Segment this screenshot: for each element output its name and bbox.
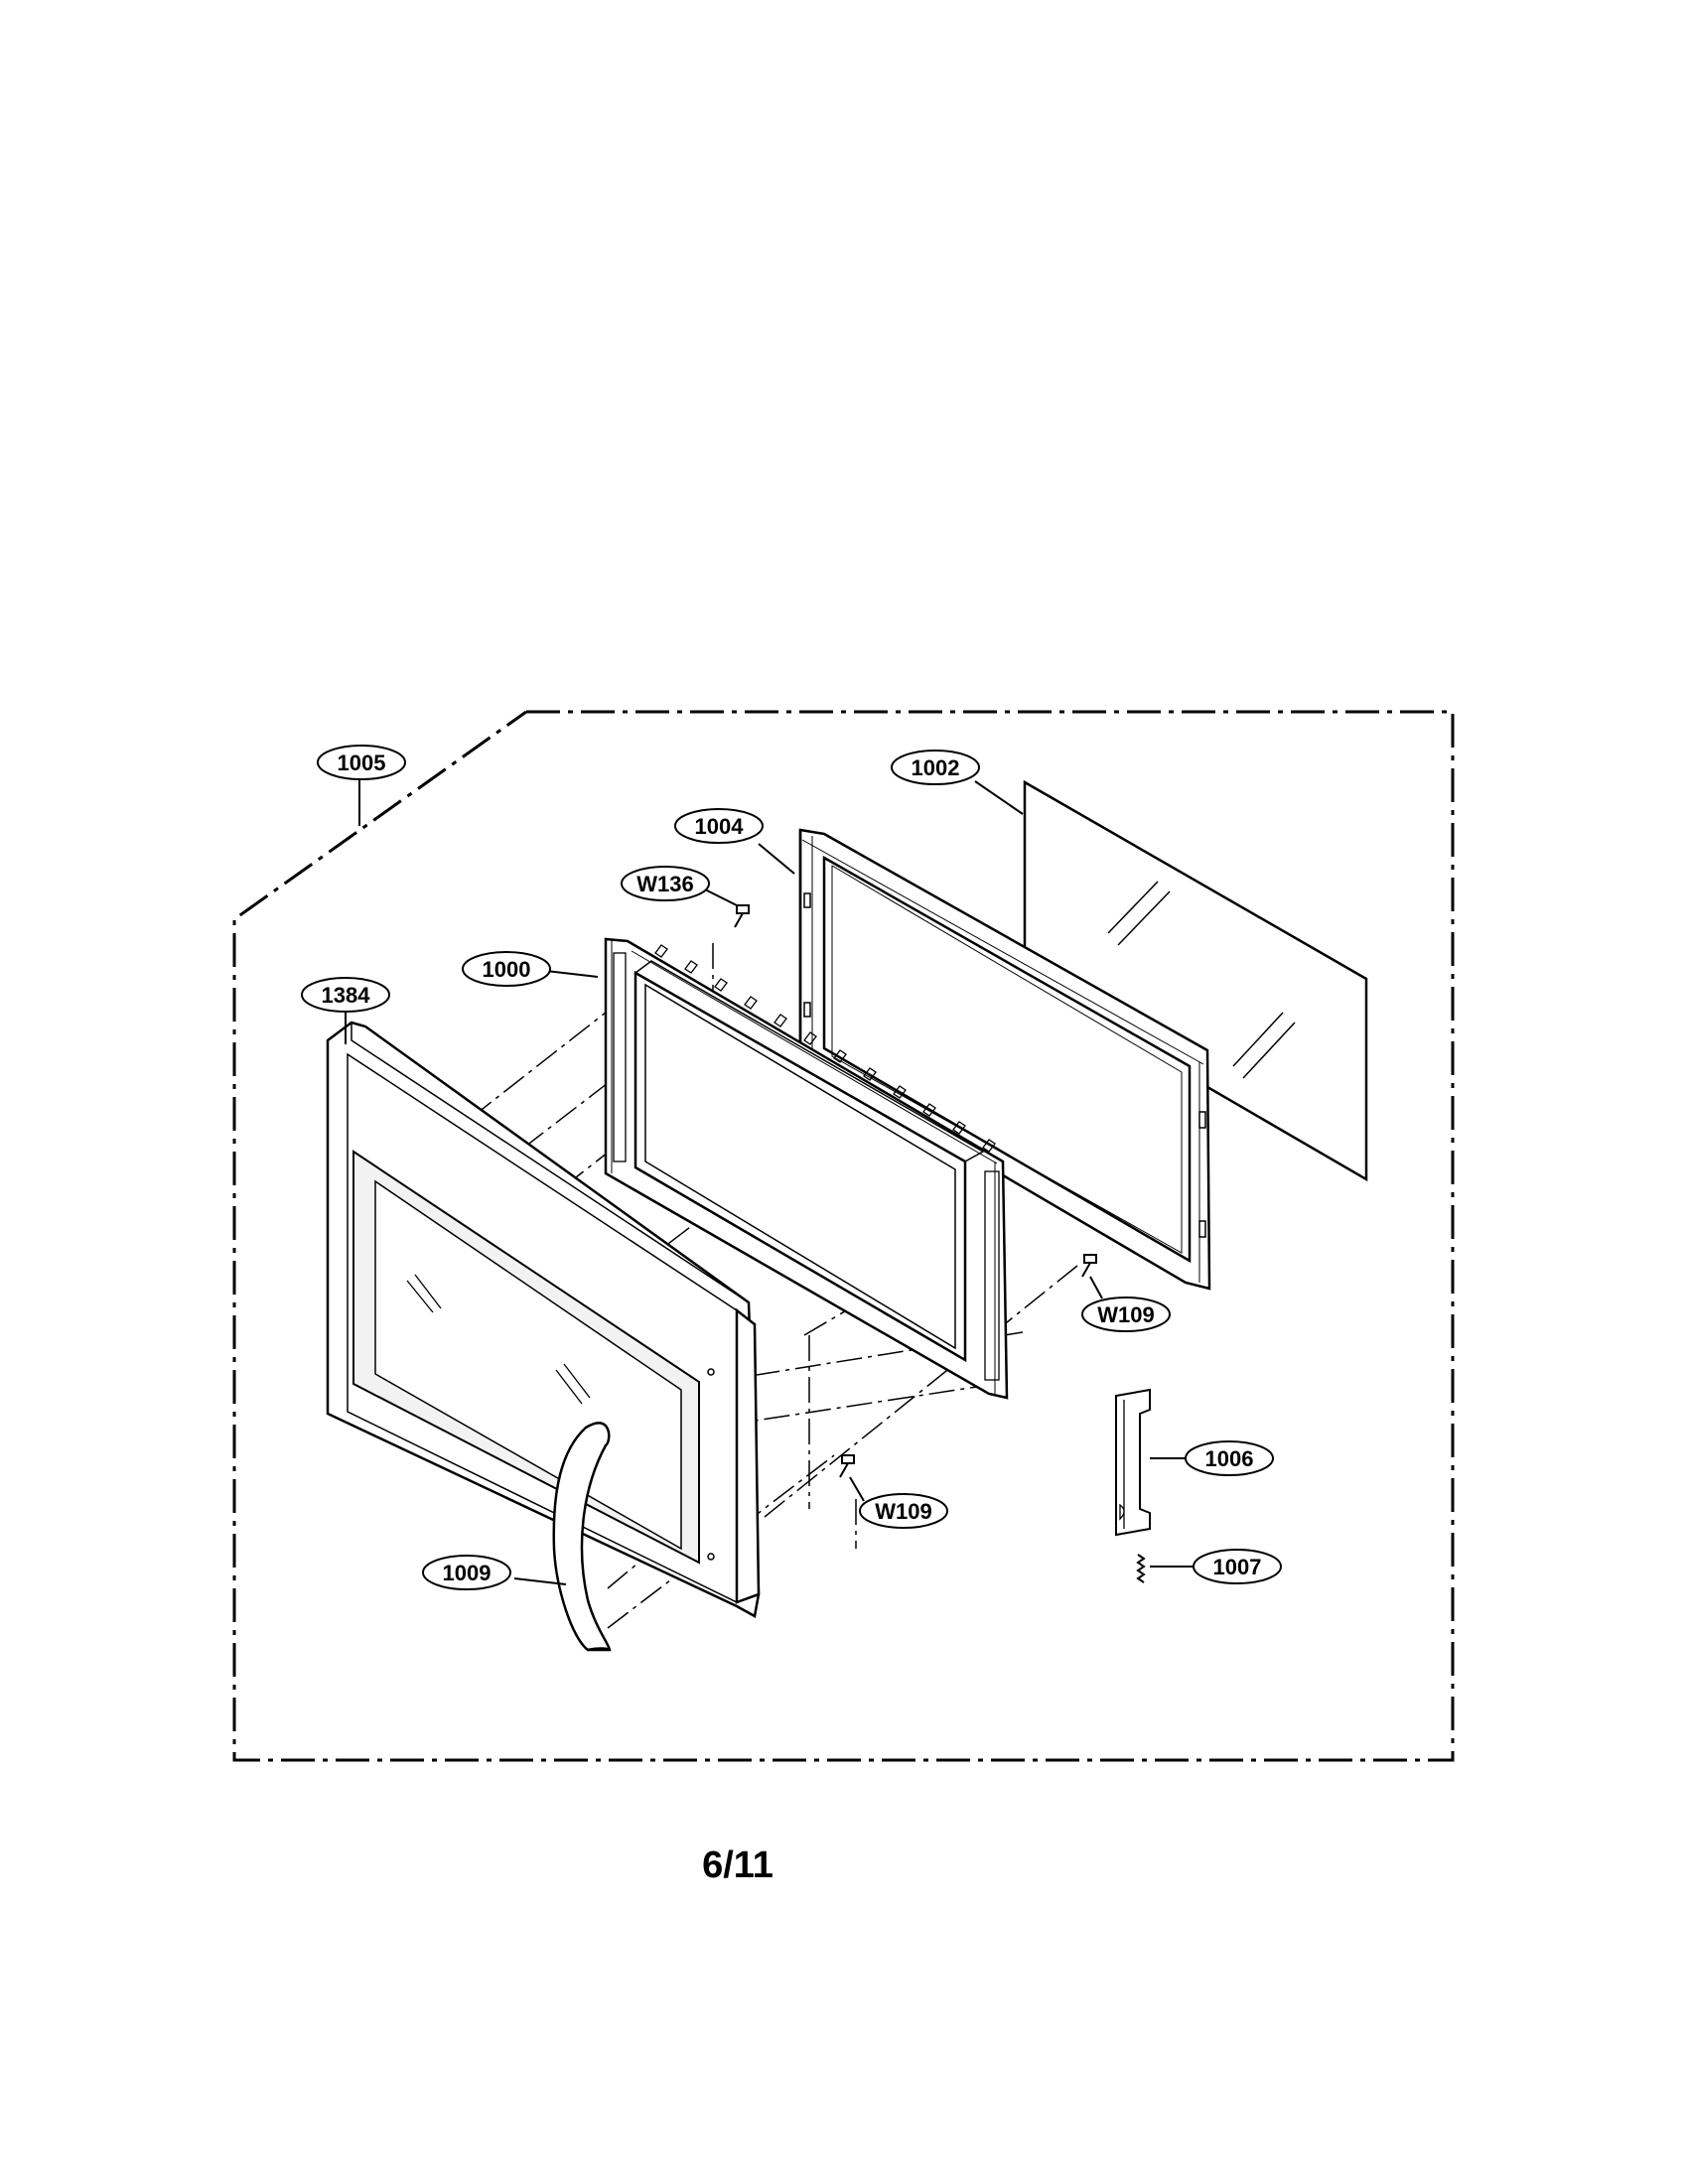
front-door-panel bbox=[326, 1021, 761, 1618]
assembly-boundary bbox=[232, 710, 1455, 1762]
callout-label-W136: W136 bbox=[636, 872, 693, 896]
callout-W109-upper[interactable]: W109 bbox=[1081, 1297, 1171, 1332]
callout-label-1009: 1009 bbox=[443, 1561, 492, 1585]
callout-1007[interactable]: 1007 bbox=[1193, 1549, 1282, 1584]
page-number: 6/11 bbox=[702, 1844, 774, 1886]
screw-w136 bbox=[734, 904, 750, 928]
door-frame bbox=[798, 828, 1211, 1291]
callout-1005[interactable]: 1005 bbox=[317, 745, 406, 780]
latch-spring bbox=[1136, 1554, 1146, 1583]
callout-1002[interactable]: 1002 bbox=[891, 750, 980, 785]
screw-w109a bbox=[1081, 1254, 1097, 1278]
callout-W136[interactable]: W136 bbox=[621, 866, 710, 901]
callout-1006[interactable]: 1006 bbox=[1185, 1440, 1274, 1476]
door-latch-hook bbox=[1115, 1388, 1151, 1537]
screw-w109b bbox=[839, 1454, 855, 1478]
callout-1009[interactable]: 1009 bbox=[422, 1555, 511, 1590]
callout-label-1006: 1006 bbox=[1205, 1446, 1254, 1471]
callout-label-W109-upper: W109 bbox=[1097, 1302, 1154, 1327]
callout-label-1002: 1002 bbox=[912, 755, 960, 780]
callout-label-1000: 1000 bbox=[483, 957, 531, 982]
callout-1384[interactable]: 1384 bbox=[301, 977, 390, 1013]
inner-door-assembly bbox=[604, 937, 1009, 1400]
callout-label-1007: 1007 bbox=[1213, 1555, 1262, 1579]
screws bbox=[734, 904, 1097, 1478]
callout-1004[interactable]: 1004 bbox=[674, 808, 764, 844]
callout-W109-lower[interactable]: W109 bbox=[859, 1493, 948, 1529]
callout-label-W109-lower: W109 bbox=[875, 1499, 931, 1524]
callout-label-1005: 1005 bbox=[338, 751, 386, 775]
callout-label-1004: 1004 bbox=[695, 814, 745, 839]
door-handle bbox=[552, 1422, 612, 1652]
glass-panel bbox=[1023, 779, 1368, 1182]
callout-1000[interactable]: 1000 bbox=[462, 951, 551, 987]
leader-lines bbox=[345, 779, 1199, 1585]
callout-label-1384: 1384 bbox=[322, 983, 371, 1008]
